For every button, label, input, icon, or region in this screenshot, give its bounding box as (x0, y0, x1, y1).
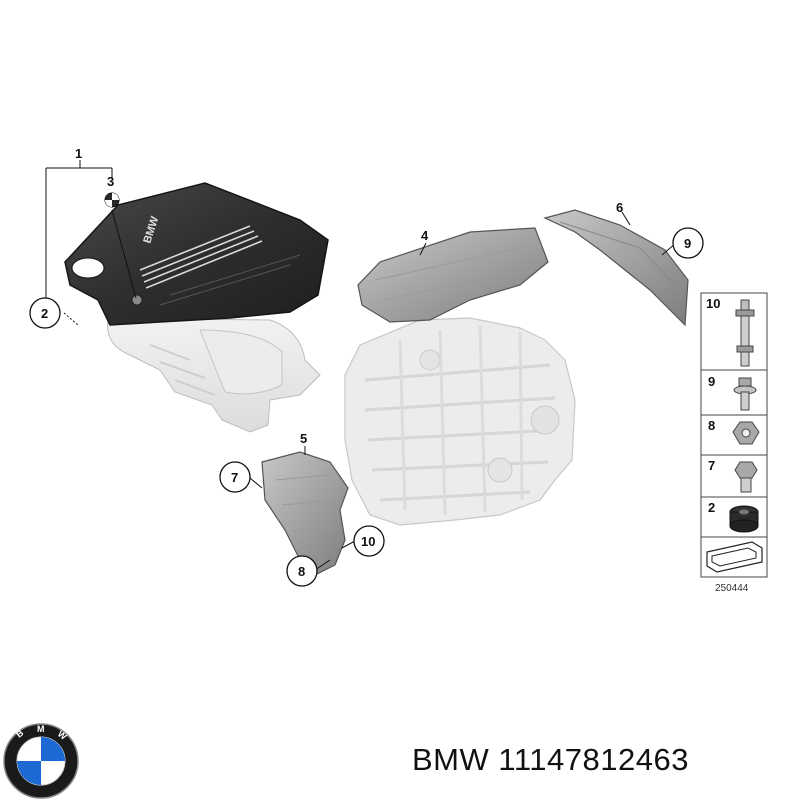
callout-10: 10 (361, 534, 375, 549)
callout-8: 8 (298, 564, 305, 579)
engine-cover: BMW (64, 182, 329, 326)
callout-10-circle (353, 525, 385, 557)
bmw-logo: B M W (2, 722, 80, 800)
caption-brand: BMW (412, 742, 490, 777)
caption-part-number: 11147812463 (498, 742, 689, 777)
callout-8-circle (286, 555, 318, 587)
engine-block (344, 317, 576, 526)
legend-label-10: 10 (706, 296, 720, 311)
legend-label-2: 2 (708, 500, 715, 515)
callout-2-circle (29, 297, 61, 329)
svg-text:M: M (37, 724, 45, 734)
part-caption: BMW 11147812463 (412, 742, 689, 778)
svg-text:B: B (14, 727, 26, 739)
cover-mount-grommet (131, 294, 143, 306)
callout-5: 5 (300, 431, 307, 446)
rubber-grommet-icon (729, 505, 759, 533)
heat-shield-4 (357, 227, 549, 323)
legend-label-7: 7 (708, 458, 715, 473)
callout-7-circle (219, 461, 251, 493)
callout-1: 1 (75, 146, 82, 161)
callout-6: 6 (616, 200, 623, 215)
callouts: 1 2 3 4 5 6 7 8 9 10 (29, 146, 704, 587)
callout-9-circle (672, 227, 704, 259)
diagram-reference-number: 250444 (715, 583, 749, 594)
leader-lines (45, 160, 677, 571)
callout-9: 9 (684, 236, 691, 251)
sheet-metal-icon (706, 541, 763, 573)
small-parts-legend: 10 9 8 7 2 (700, 292, 768, 594)
cover-emblem-part (104, 192, 120, 208)
hex-bolt-icon (734, 461, 758, 493)
hex-nut-icon (732, 421, 760, 445)
intake-housing (106, 317, 321, 433)
legend-label-9: 9 (708, 374, 715, 389)
callout-3: 3 (107, 174, 114, 189)
screw-with-washer-icon (733, 377, 757, 411)
callout-7: 7 (231, 470, 238, 485)
legend-label-8: 8 (708, 418, 715, 433)
stud-bolt-icon (735, 299, 755, 367)
heat-shield-6 (543, 209, 689, 327)
callout-4: 4 (421, 228, 429, 243)
heat-shield-5 (261, 451, 349, 576)
callout-2: 2 (41, 306, 48, 321)
